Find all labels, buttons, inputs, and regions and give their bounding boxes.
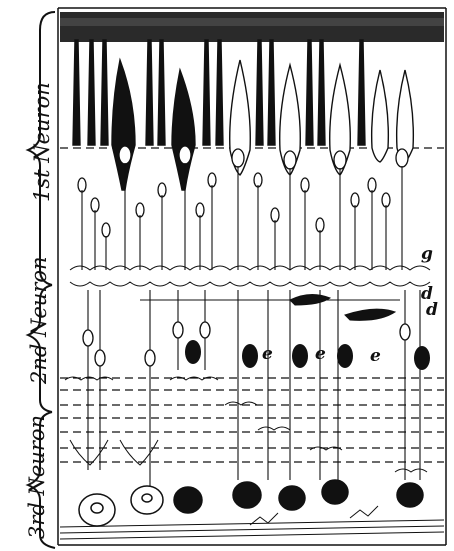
label-e-3: e [370,346,381,366]
first-neuron-label: 1st Neuron [30,92,54,202]
pigment-layer [60,12,444,42]
label-e-1: e [262,344,273,364]
third-neuron-label: 3rd Neuron [25,412,49,542]
label-e-2: e [315,344,326,364]
label-g: g [421,244,433,264]
second-neuron-label: 2nd Neuron [27,264,51,384]
label-d-lower: d [426,300,438,320]
